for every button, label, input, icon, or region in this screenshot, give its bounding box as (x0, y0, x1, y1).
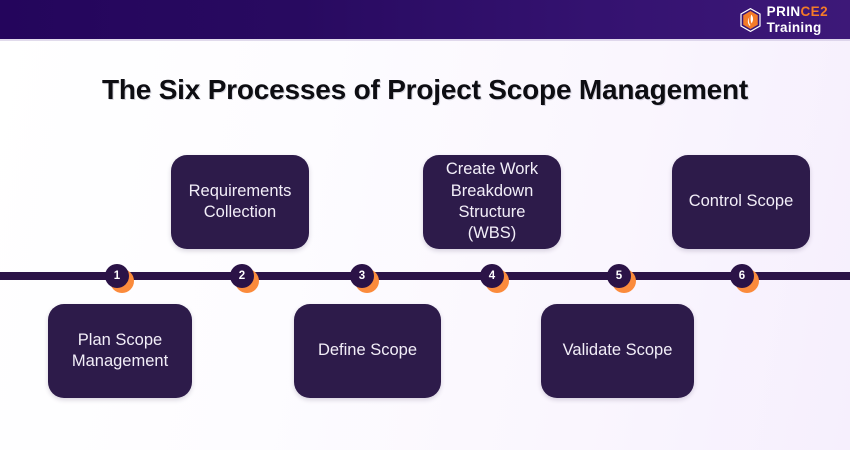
process-box-label: Control Scope (688, 192, 794, 211)
process-box-label: Validate Scope (562, 341, 673, 360)
process-box-validate-scope[interactable]: Validate Scope (541, 304, 694, 398)
process-box-label: Plan Scope Management (71, 330, 169, 370)
process-box-create-wbs[interactable]: Create Work Breakdown Structure (WBS) (423, 155, 561, 249)
prince2-training-logo[interactable]: PRINCE2 Training (740, 5, 828, 34)
timeline-node-1[interactable]: 1 (105, 264, 134, 293)
node-number-label: 6 (730, 264, 754, 288)
logo-prin-text: PRIN (766, 4, 801, 19)
process-box-plan-scope-management[interactable]: Plan Scope Management (48, 304, 192, 398)
header-bar: PRINCE2 Training (0, 0, 850, 39)
node-number-label: 4 (480, 264, 504, 288)
timeline-node-4[interactable]: 4 (480, 264, 509, 293)
timeline-node-2[interactable]: 2 (230, 264, 259, 293)
header-divider (0, 39, 850, 41)
node-number-label: 2 (230, 264, 254, 288)
node-number-label: 1 (105, 264, 129, 288)
node-number-label: 3 (350, 264, 374, 288)
process-box-control-scope[interactable]: Control Scope (672, 155, 810, 249)
logo-line-training: Training (766, 19, 822, 35)
logo-wordmark: PRINCE2 Training (767, 5, 828, 34)
timeline-node-3[interactable]: 3 (350, 264, 379, 293)
timeline-axis (0, 272, 850, 280)
node-number-label: 5 (607, 264, 631, 288)
timeline-node-5[interactable]: 5 (607, 264, 636, 293)
process-box-label: Create Work Breakdown Structure (WBS) (445, 160, 539, 243)
process-box-define-scope[interactable]: Define Scope (294, 304, 441, 398)
logo-line-prince2: PRINCE2 (767, 5, 828, 19)
process-box-label: Define Scope (317, 341, 418, 360)
logo-ce2-text: CE2 (800, 4, 828, 19)
timeline-node-6[interactable]: 6 (730, 264, 759, 293)
page-title: The Six Processes of Project Scope Manag… (101, 74, 749, 105)
prince2-hexagon-logo-icon (740, 7, 761, 32)
process-box-requirements-collection[interactable]: Requirements Collection (171, 155, 309, 249)
process-box-label: Requirements Collection (188, 181, 292, 221)
